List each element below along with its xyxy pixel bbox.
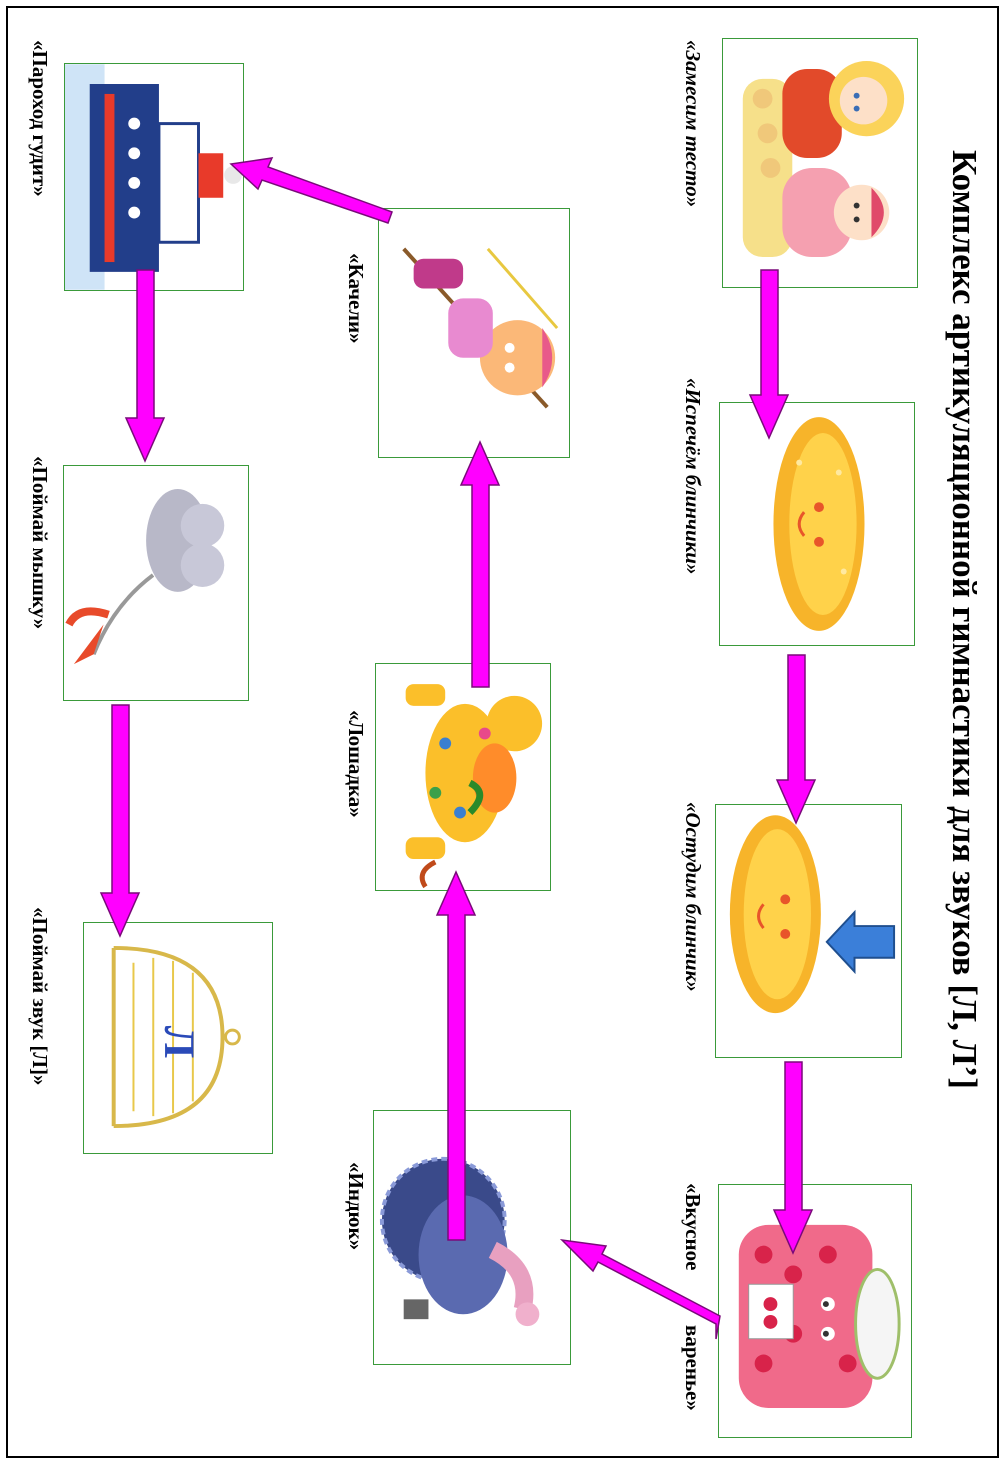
card-zamesim-testo[interactable] xyxy=(722,38,918,288)
blue-arrow-icon xyxy=(825,909,896,975)
card-poymay-zvuk[interactable]: Л xyxy=(83,922,273,1154)
card-poymay-myshku[interactable] xyxy=(63,465,249,701)
toy-horse-image xyxy=(405,684,543,889)
cage-with-letter-image: Л xyxy=(111,945,241,1129)
jam-jar-image xyxy=(738,1224,901,1408)
card-vkusnoe-varenie[interactable] xyxy=(718,1184,912,1438)
label-poymay-myshku: «Поймай мышку» xyxy=(28,456,52,630)
label-vkusnoe-varenie-2: варенье» xyxy=(681,1325,705,1411)
label-poymay-zvuk: «Поймай звук [Л]» xyxy=(28,907,52,1086)
label-indyuk: «Индюк» xyxy=(344,1162,368,1251)
label-loshadka: «Лошадка» xyxy=(344,710,368,818)
label-vkusnoe-varenie-1: «Вкусное xyxy=(681,1183,705,1271)
card-ispechem-blinchiki[interactable] xyxy=(719,402,915,646)
label-ostudim-blinchik: «Остудим блинчик» xyxy=(681,802,705,992)
steamship-image xyxy=(65,64,243,290)
pancake-image xyxy=(729,815,896,1014)
label-parokhod-gudit: «Пароход гудит» xyxy=(28,40,52,197)
girls-kneading-dough-image xyxy=(742,61,905,258)
label-ispechem-blinchiki: «Испечём блинчики» xyxy=(681,378,705,575)
turkey-image xyxy=(379,1156,540,1327)
card-kacheli[interactable] xyxy=(378,208,570,458)
label-kacheli: «Качели» xyxy=(344,253,368,344)
card-ostudim-blinchik[interactable] xyxy=(715,804,902,1058)
child-on-swing-image xyxy=(402,247,559,409)
card-parokhod-gudit[interactable] xyxy=(64,63,244,291)
page-title: Комплекс артикуляционной гимнастики для … xyxy=(945,150,984,1089)
page-border xyxy=(6,6,999,1458)
pancake-image xyxy=(773,417,865,631)
card-loshadka[interactable] xyxy=(375,663,551,891)
label-zamesim-testo: «Замесим тесто» xyxy=(681,40,705,208)
letter-l: Л xyxy=(155,1026,203,1058)
card-indyuk[interactable] xyxy=(373,1110,571,1365)
mouse-with-bow-image xyxy=(65,489,225,665)
